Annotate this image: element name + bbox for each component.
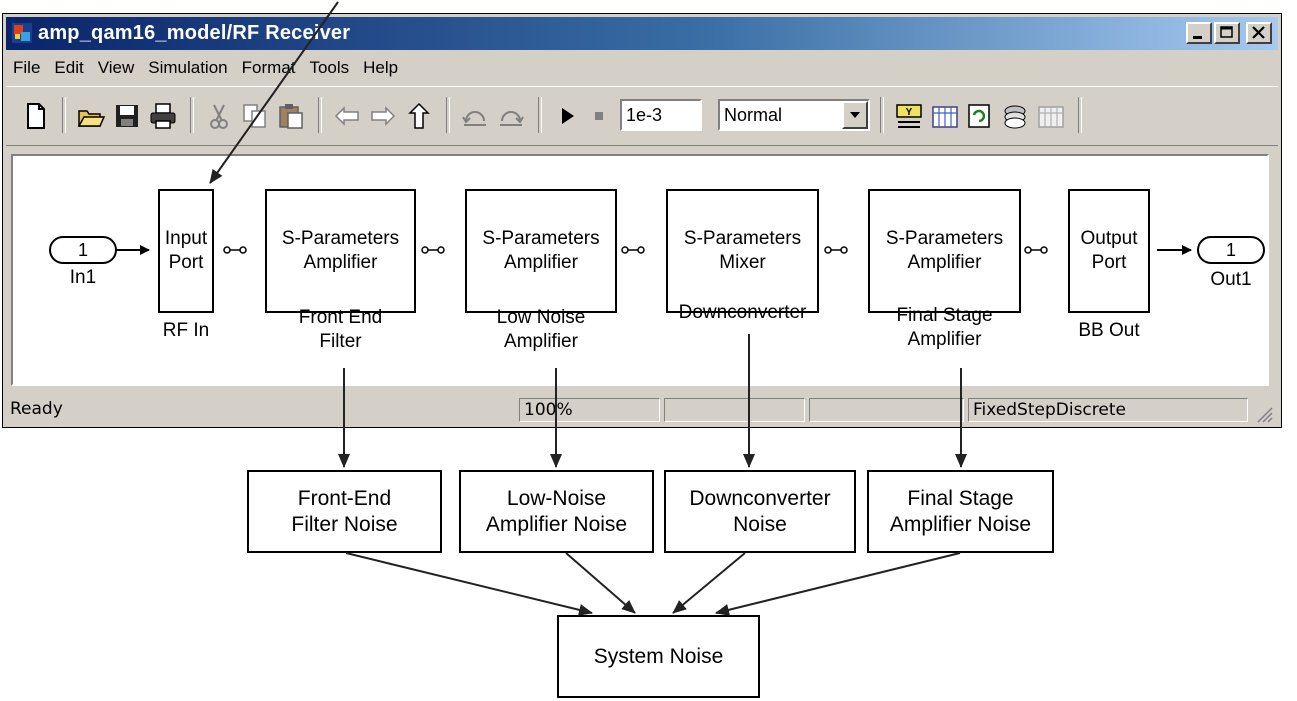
up-arrow-icon[interactable] xyxy=(404,101,434,131)
inport-label: In1 xyxy=(69,267,97,288)
fe-to-system-noise-arrow xyxy=(345,552,593,616)
output-port-block[interactable]: Output Port xyxy=(1068,189,1150,313)
final-stage-amplifier-block[interactable]: S-Parameters Amplifier xyxy=(868,189,1021,313)
stop-time-field[interactable]: 1e-3 xyxy=(620,99,702,131)
physical-connectors xyxy=(223,246,1048,254)
outport-block[interactable]: 1 xyxy=(1197,236,1265,264)
paste-icon[interactable] xyxy=(276,101,306,131)
close-icon xyxy=(1252,26,1265,39)
model-canvas[interactable]: 1 In1 Input Port RF In S-Parameters Ampl… xyxy=(11,154,1269,386)
toolbar-separator xyxy=(880,97,884,133)
forward-arrow-icon[interactable] xyxy=(368,101,398,131)
final-stage-amplifier-caption: Final Stage Amplifier xyxy=(896,305,993,350)
print-icon[interactable] xyxy=(148,101,178,131)
maximize-button[interactable] xyxy=(1214,22,1240,44)
minimize-button[interactable] xyxy=(1186,22,1212,44)
front-end-filter-noise-box: Front-End Filter Noise xyxy=(247,470,442,553)
menu-view[interactable]: View xyxy=(97,58,135,77)
simulation-mode-value: Normal xyxy=(724,105,783,125)
window-title: amp_qam16_model/RF Receiver xyxy=(38,22,351,44)
input-port-callout-arrow xyxy=(209,1,339,184)
resize-grip-icon[interactable] xyxy=(1254,404,1274,424)
toolbar: 1e-3 Normal Y xyxy=(6,86,1278,146)
output-port-caption: BB Out xyxy=(1078,320,1140,341)
final-to-system-noise-arrow xyxy=(715,552,961,616)
input-port-caption: RF In xyxy=(162,320,210,341)
toolbar-separator xyxy=(62,97,66,133)
undo-icon[interactable] xyxy=(460,101,490,131)
status-cell-3 xyxy=(664,398,805,422)
zoom-level: 100% xyxy=(519,398,660,422)
downconverter-caption: Downconverter xyxy=(678,302,807,323)
input-port-block[interactable]: Input Port xyxy=(158,189,214,313)
minimize-icon xyxy=(1193,36,1202,39)
menu-file[interactable]: File xyxy=(13,58,41,77)
menu-format[interactable]: Format xyxy=(241,58,296,77)
new-model-icon[interactable] xyxy=(20,101,50,131)
menu-simulation[interactable]: Simulation xyxy=(148,58,228,77)
low-noise-amplifier-noise-box: Low-Noise Amplifier Noise xyxy=(459,470,654,553)
copy-icon[interactable] xyxy=(240,101,270,131)
back-arrow-icon[interactable] xyxy=(332,101,362,131)
dropdown-button[interactable] xyxy=(842,101,868,129)
signal-lines xyxy=(115,245,1192,255)
status-text: Ready xyxy=(10,399,63,419)
system-noise-box: System Noise xyxy=(557,615,760,698)
outport-label: Out1 xyxy=(1210,269,1252,290)
debug-icon[interactable] xyxy=(1036,101,1066,131)
start-simulation-icon[interactable] xyxy=(552,101,582,131)
build-icon[interactable]: Y xyxy=(894,101,924,131)
svg-text:Y: Y xyxy=(906,107,913,118)
menu-tools[interactable]: Tools xyxy=(309,58,350,77)
final-stage-amplifier-noise-box: Final Stage Amplifier Noise xyxy=(867,470,1054,553)
toolbar-separator xyxy=(446,97,450,133)
status-cell-4 xyxy=(809,398,964,422)
simulation-mode-dropdown[interactable]: Normal xyxy=(718,99,870,131)
lna-to-system-noise-arrow xyxy=(565,552,636,614)
front-end-filter-caption: Front End Filter xyxy=(298,307,383,352)
toolbar-separator xyxy=(318,97,322,133)
menu-help[interactable]: Help xyxy=(363,58,399,77)
close-button[interactable] xyxy=(1246,22,1272,44)
menu-bar: File Edit View Simulation Format Tools Help xyxy=(6,54,405,84)
library-browser-icon[interactable] xyxy=(930,101,960,131)
save-icon[interactable] xyxy=(112,101,142,131)
title-bar[interactable]: amp_qam16_model/RF Receiver xyxy=(6,17,1278,50)
front-end-filter-block[interactable]: S-Parameters Amplifier xyxy=(265,189,416,313)
dc-to-system-noise-arrow xyxy=(672,552,746,614)
toolbar-separator xyxy=(190,97,194,133)
chevron-down-icon xyxy=(850,112,860,118)
status-bar: Ready 100% FixedStepDiscrete xyxy=(6,394,1278,424)
downconverter-block[interactable]: S-Parameters Mixer xyxy=(666,189,819,313)
refresh-icon[interactable] xyxy=(964,101,994,131)
toolbar-separator xyxy=(1078,97,1082,133)
simulink-app-icon xyxy=(12,23,32,43)
toolbar-separator xyxy=(538,97,542,133)
stop-simulation-icon[interactable] xyxy=(584,101,614,131)
open-icon[interactable] xyxy=(76,101,106,131)
inport-block[interactable]: 1 xyxy=(49,236,117,264)
redo-icon[interactable] xyxy=(496,101,526,131)
simulink-model-window: amp_qam16_model/RF Receiver File Edit View… xyxy=(2,13,1282,428)
solver-name: FixedStepDiscrete xyxy=(968,398,1248,422)
maximize-icon xyxy=(1220,26,1233,38)
menu-edit[interactable]: Edit xyxy=(54,58,84,77)
low-noise-amplifier-caption: Low Noise Amplifier xyxy=(496,307,586,352)
low-noise-amplifier-block[interactable]: S-Parameters Amplifier xyxy=(465,189,617,313)
model-explorer-icon[interactable] xyxy=(1000,101,1030,131)
downconverter-noise-box: Downconverter Noise xyxy=(664,470,856,553)
cut-icon[interactable] xyxy=(204,101,234,131)
